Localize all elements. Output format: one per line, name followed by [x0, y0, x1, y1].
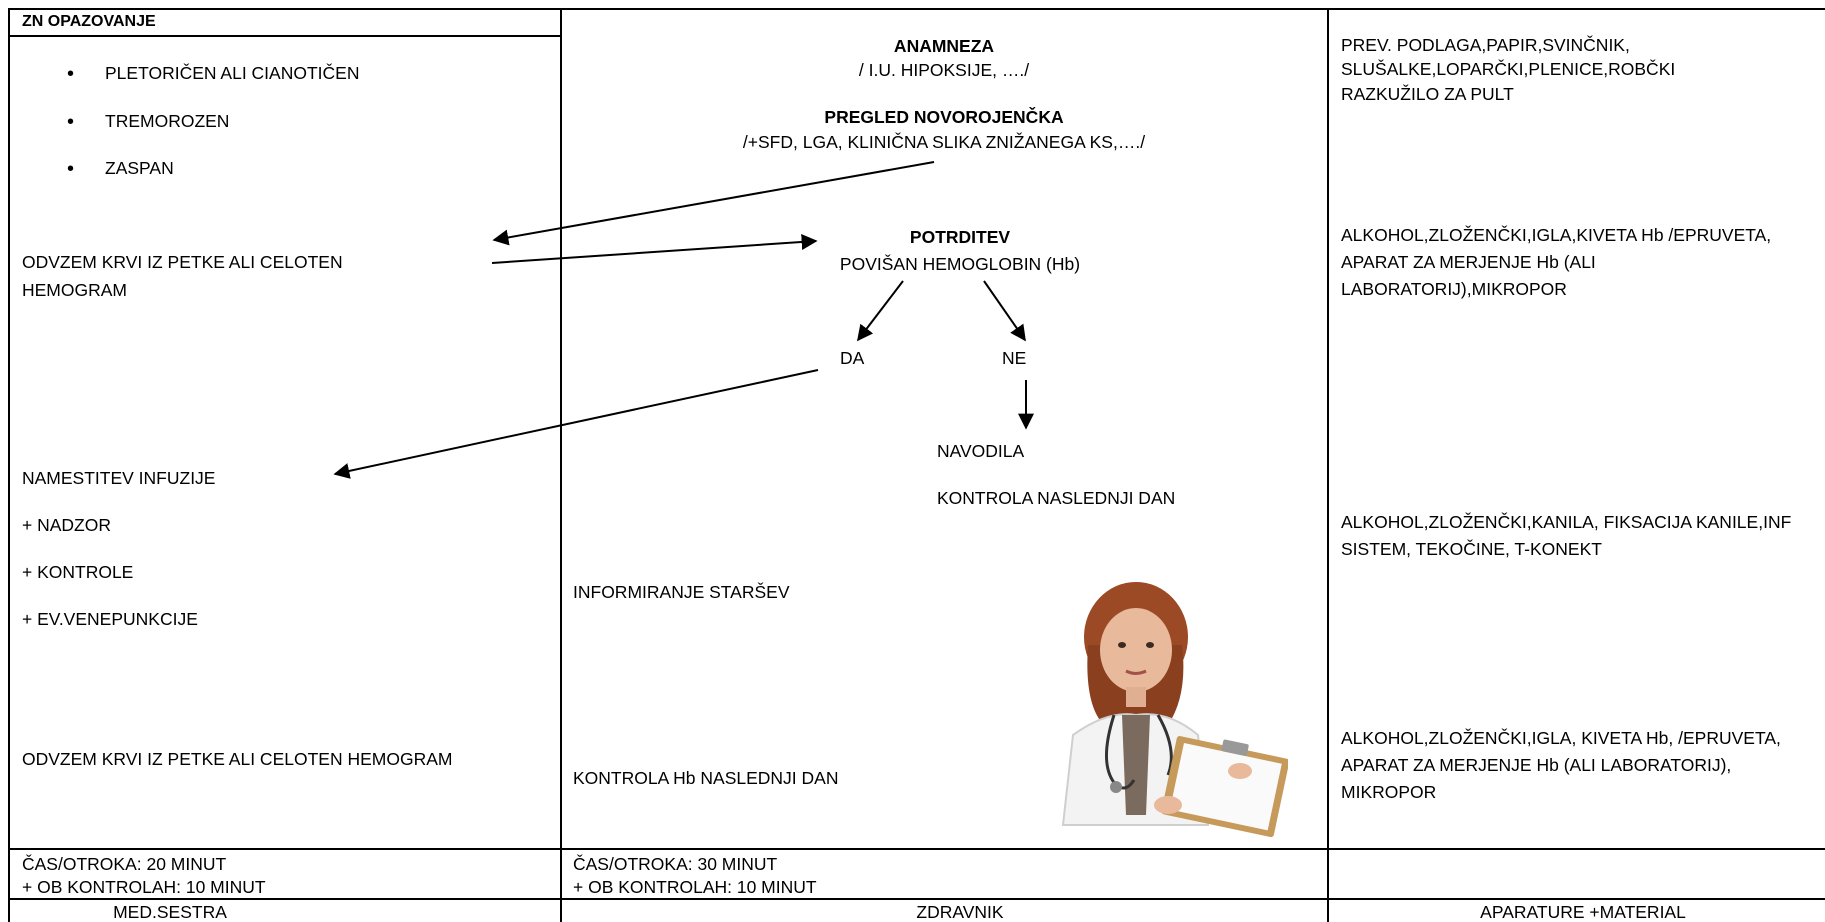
arrow-blood-draw-to-potrditev	[491, 233, 818, 264]
time-doctor-2: + OB KONTROLAH: 10 MINUT	[573, 877, 817, 897]
kontrola-next-day: KONTROLA NASLEDNJI DAN	[937, 488, 1176, 508]
informiranje-starsev: INFORMIRANJE STARŠEV	[573, 582, 790, 602]
blood-draw-text-1: ODVZEM KRVI IZ PETKE ALI CELOTEN	[22, 252, 343, 272]
footer-zdravnik: ZDRAVNIK	[916, 902, 1004, 922]
time-nurse-1: ČAS/OTROKA: 20 MINUT	[22, 854, 227, 874]
divider-col-2	[1327, 8, 1329, 922]
time-doctor-1: ČAS/OTROKA: 30 MINUT	[573, 854, 778, 874]
header-underline	[8, 35, 561, 37]
arrow-potrditev-to-ne	[983, 280, 1026, 342]
infusion-venepunkcije: + EV.VENEPUNKCIJE	[22, 609, 198, 629]
border-left	[8, 8, 10, 922]
divider-col-1	[560, 8, 562, 922]
anamneza-title: ANAMNEZA	[893, 36, 995, 56]
symptom-bullet-3: ZASPAN	[67, 159, 174, 178]
arrow-da-to-infusion	[333, 369, 819, 479]
anamneza-sub: / I.U. HIPOKSIJE, …./	[858, 60, 1030, 80]
infusion-nadzor: + NADZOR	[22, 515, 111, 535]
doctor-illustration	[1061, 582, 1288, 838]
material-list-1c: RAZKUŽILO ZA PULT	[1341, 84, 1514, 104]
symptom-bullet-1: PLETORIČEN ALI CIANOTIČEN	[67, 64, 360, 83]
blood-draw-text-1b: HEMOGRAM	[22, 280, 127, 300]
pregled-sub: /+SFD, LGA, KLINIČNA SLIKA ZNIŽANEGA KS,…	[742, 132, 1146, 152]
row-divider-footer	[8, 898, 1825, 900]
material-list-4b: APARAT ZA MERJENJE Hb (ALI LABORATORIJ),	[1341, 755, 1732, 775]
answer-da: DA	[840, 348, 865, 368]
material-list-2b: APARAT ZA MERJENJE Hb (ALI	[1341, 252, 1596, 272]
border-top	[8, 8, 1825, 10]
kontrola-hb: KONTROLA Hb NASLEDNJI DAN	[573, 768, 839, 788]
footer-aparature: APARATURE +MATERIAL	[1480, 902, 1686, 922]
blood-draw-text-2: ODVZEM KRVI IZ PETKE ALI CELOTEN HEMOGRA…	[22, 749, 453, 769]
material-list-4c: MIKROPOR	[1341, 782, 1437, 802]
symptom-bullet-2: TREMOROZEN	[67, 112, 230, 131]
infusion-kontrole: + KONTROLE	[22, 562, 134, 582]
material-list-1a: PREV. PODLAGA,PAPIR,SVINČNIK,	[1341, 35, 1630, 55]
pregled-title: PREGLED NOVOROJENČKA	[824, 107, 1064, 127]
material-list-4a: ALKOHOL,ZLOŽENČKI,IGLA, KIVETA Hb, /EPRU…	[1341, 728, 1781, 748]
column-header-opazovanje: ZN OPAZOVANJE	[22, 13, 156, 30]
potrditev-title: POTRDITEV	[909, 227, 1011, 247]
infusion-text: NAMESTITEV INFUZIJE	[22, 468, 216, 488]
answer-ne: NE	[1002, 348, 1027, 368]
arrow-potrditev-to-da	[857, 280, 904, 342]
time-nurse-2: + OB KONTROLAH: 10 MINUT	[22, 877, 266, 897]
material-list-2a: ALKOHOL,ZLOŽENČKI,IGLA,KIVETA Hb /EPRUVE…	[1341, 225, 1772, 245]
footer-med-sestra: MED.SESTRA	[113, 902, 227, 922]
row-divider-time	[8, 848, 1825, 850]
material-list-3b: SISTEM, TEKOČINE, T-KONEKT	[1341, 539, 1602, 559]
navodila-text: NAVODILA	[937, 441, 1025, 461]
material-list-1b: SLUŠALKE,LOPARČKI,PLENICE,ROBČKI	[1341, 59, 1676, 79]
material-list-3a: ALKOHOL,ZLOŽENČKI,KANILA, FIKSACIJA KANI…	[1341, 512, 1792, 532]
material-list-2c: LABORATORIJ),MIKROPOR	[1341, 279, 1567, 299]
potrditev-sub: POVIŠAN HEMOGLOBIN (Hb)	[839, 254, 1081, 274]
